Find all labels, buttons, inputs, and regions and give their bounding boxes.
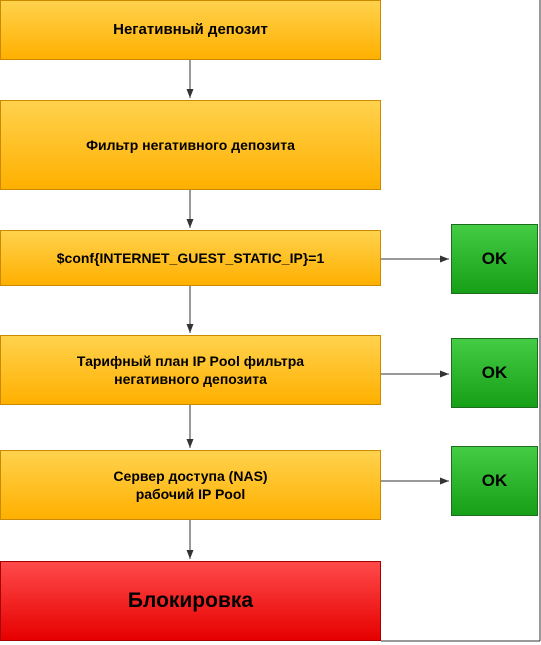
node-nas-ip-pool: Сервер доступа (NAS) рабочий IP Pool [0, 450, 381, 520]
node-negative-deposit-filter: Фильтр негативного депозита [0, 100, 381, 190]
node-ok-nas: OK [451, 446, 538, 516]
node-ok-conf: OK [451, 224, 538, 294]
node-ok-tariff: OK [451, 338, 538, 408]
node-negative-deposit: Негативный депозит [0, 0, 381, 60]
node-tariff-ip-pool: Тарифный план IP Pool фильтра негативног… [0, 335, 381, 405]
node-conf-condition: $conf{INTERNET_GUEST_STATIC_IP}=1 [0, 230, 381, 286]
node-blocking: Блокировка [0, 561, 381, 641]
